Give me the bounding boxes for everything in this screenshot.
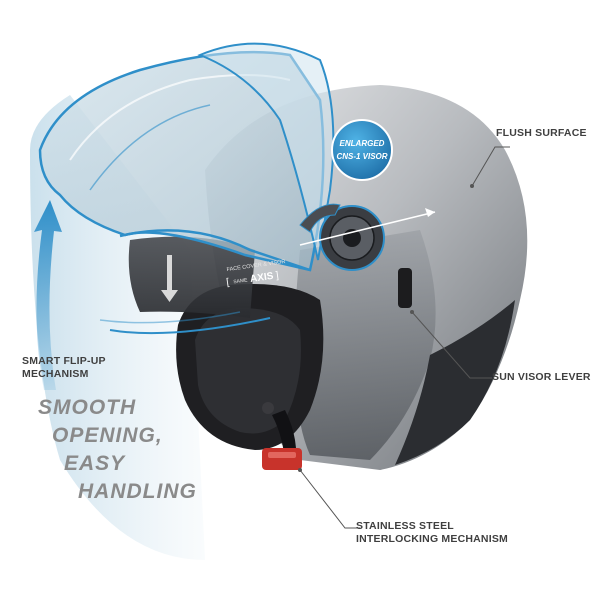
liner-padding — [195, 308, 301, 434]
smart-flip-line1: SMART FLIP-UP — [22, 355, 106, 367]
flip-up-sweep — [30, 95, 205, 560]
flip-up-arrow-icon — [34, 200, 62, 390]
leader-stainless — [299, 469, 360, 529]
tagline-line1: SMOOTH — [38, 396, 137, 419]
sun-visor-lever-knob — [398, 268, 412, 308]
flush-surface-text: FLUSH SURFACE — [496, 127, 587, 139]
helmet-rim — [395, 300, 515, 465]
axis-same-text: SAME — [233, 277, 249, 285]
label-smart-flip-up: SMART FLIP-UP MECHANISM — [22, 355, 106, 381]
tagline-line4: HANDLING — [78, 480, 197, 503]
cns1-visor-badge: ENLARGED CNS-1 VISOR — [331, 119, 393, 181]
smart-flip-line2: MECHANISM — [22, 368, 89, 380]
axis-main-text: AXIS — [249, 271, 274, 285]
sun-visor-lever-text: SUN VISOR LEVER — [492, 371, 591, 383]
axis-bracket-left: [ — [226, 277, 231, 288]
label-stainless-steel: STAINLESS STEEL INTERLOCKING MECHANISM — [356, 520, 508, 546]
visor-down-arrow-icon — [161, 255, 178, 302]
leader-flush-surface — [471, 146, 510, 187]
badge-line1: ENLARGED — [340, 139, 385, 148]
label-flush-surface: FLUSH SURFACE — [496, 127, 587, 140]
stainless-line2: INTERLOCKING MECHANISM — [356, 533, 508, 545]
inner-sun-visor — [128, 236, 255, 318]
label-sun-visor-lever: SUN VISOR LEVER — [492, 371, 591, 384]
axis-bracket-right: ] — [275, 270, 280, 281]
badge-line2: CNS-1 VISOR — [336, 152, 387, 161]
tagline-line3: EASY — [64, 452, 126, 475]
tagline-line2: OPENING, — [52, 424, 163, 447]
leader-sun-visor-lever — [411, 311, 492, 379]
stainless-line1: STAINLESS STEEL — [356, 520, 454, 532]
